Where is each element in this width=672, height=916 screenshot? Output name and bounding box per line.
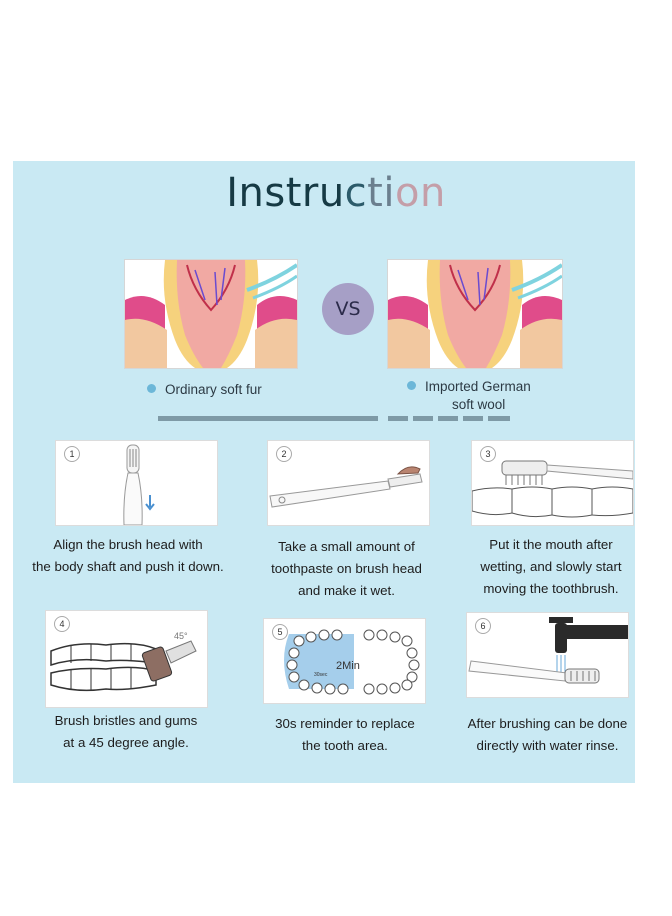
right-caption-line1: Imported German [425, 379, 531, 394]
bullet-dot-icon [147, 384, 156, 393]
step-5-line-2: the tooth area. [302, 738, 388, 753]
step-number: 1 [64, 446, 80, 462]
step-3-line-2: wetting, and slowly start [480, 559, 622, 574]
left-caption-text: Ordinary soft fur [165, 382, 262, 397]
step-2-line-1: Take a small amount of [278, 539, 415, 554]
step-number: 2 [276, 446, 292, 462]
step-2-text: Take a small amount of toothpaste on bru… [244, 536, 449, 602]
step-1-text: Align the brush head with the body shaft… [13, 534, 243, 578]
ordinary-tooth-image [124, 259, 298, 369]
step-4-image: 4 45° [45, 610, 208, 708]
step-1-line-1: Align the brush head with [53, 537, 203, 552]
brush-on-teeth-icon [472, 460, 633, 518]
step-number: 6 [475, 618, 491, 634]
step-4-text: Brush bristles and gums at a 45 degree a… [40, 710, 212, 754]
right-caption-line2: soft wool [452, 397, 506, 412]
step-4-line-1: Brush bristles and gums [54, 713, 198, 728]
step-number: 4 [54, 616, 70, 632]
toothpaste-brush-icon [269, 466, 423, 508]
timer-sublabel: 30sec [314, 672, 328, 678]
svg-text:45°: 45° [174, 631, 188, 641]
step-3-line-3: moving the toothbrush. [483, 581, 619, 596]
step-3-text: Put it the mouth after wetting, and slow… [456, 534, 646, 600]
right-caption: Imported German soft wool [407, 378, 531, 414]
timer-label: 2Min [336, 660, 360, 672]
step-6-line-2: directly with water rinse. [476, 738, 619, 753]
vs-badge: VS [322, 283, 374, 335]
step-5-image: 5 2Min 30sec [263, 618, 426, 704]
step-2-line-3: and make it wet. [298, 583, 395, 598]
brush-angle-icon: 45° [50, 631, 197, 692]
step-6-line-1: After brushing can be done [467, 716, 628, 731]
bullet-dot-icon [407, 381, 416, 390]
left-caption: Ordinary soft fur [147, 382, 262, 397]
step-4-line-2: at a 45 degree angle. [63, 735, 189, 750]
page-title: Instruction [0, 170, 672, 216]
step-3-image: 3 [471, 440, 634, 526]
faucet-rinse-icon [468, 617, 628, 684]
step-number: 3 [480, 446, 496, 462]
toothbrush-insert-icon [123, 444, 155, 525]
step-2-image: 2 [267, 440, 430, 526]
step-3-line-1: Put it the mouth after [489, 537, 613, 552]
title-part-4: on [394, 170, 446, 216]
title-part-1: Instru [226, 170, 345, 216]
title-part-3: ti [367, 170, 395, 216]
step-6-text: After brushing can be done directly with… [450, 713, 645, 757]
german-wool-tooth-image [387, 259, 563, 369]
tooth-cross-section-icon [125, 260, 297, 368]
step-1-image: 1 [55, 440, 218, 526]
solid-divider [158, 416, 378, 421]
step-1-line-2: the body shaft and push it down. [32, 559, 224, 574]
step-6-image: 6 [466, 612, 629, 698]
step-5-text: 30s reminder to replace the tooth area. [255, 713, 435, 757]
step-number: 5 [272, 624, 288, 640]
title-part-2: c [344, 170, 368, 216]
step-5-line-1: 30s reminder to replace [275, 716, 415, 731]
tooth-cross-section-icon [388, 260, 562, 368]
tooth-area-timer-icon: 2Min 30sec [284, 629, 420, 695]
step-2-line-2: toothpaste on brush head [271, 561, 422, 576]
